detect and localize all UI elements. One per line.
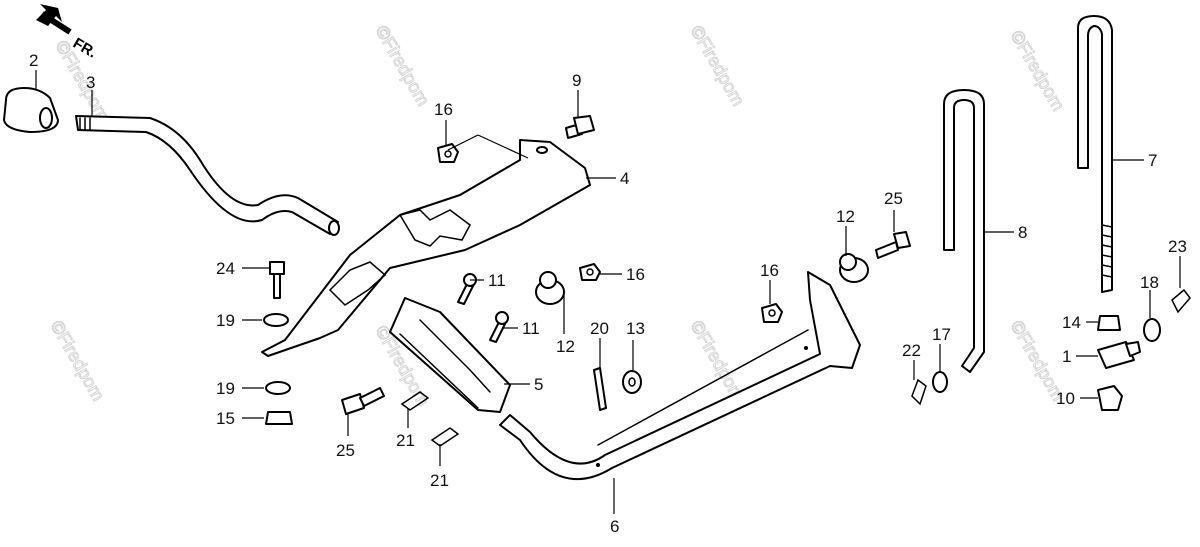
long-u-bolt-part xyxy=(1077,15,1113,293)
callout-label: 16 xyxy=(626,265,645,284)
callout-label: 3 xyxy=(86,73,95,92)
callout-label: 6 xyxy=(610,517,619,536)
callout-label: 4 xyxy=(620,169,629,188)
shift-lever-rod-part xyxy=(75,115,340,236)
collar-part xyxy=(839,253,869,283)
watermark: ©Firedpom xyxy=(1007,27,1069,114)
flange-nut-part xyxy=(579,263,601,281)
callout-label: 23 xyxy=(1168,237,1187,256)
flange-nut-part xyxy=(437,143,459,163)
callout-label: 11 xyxy=(488,271,506,290)
front-direction-arrow-icon xyxy=(36,4,72,35)
watermark: ©Firedpom xyxy=(687,22,749,109)
washer-part xyxy=(263,313,289,327)
callout-label: 11 xyxy=(522,319,540,338)
flange-bolt-part xyxy=(341,387,385,415)
clevis-pin-part xyxy=(457,273,477,305)
flange-nut-part xyxy=(761,303,783,323)
cotter-pin-part xyxy=(593,367,607,411)
callout-label: 10 xyxy=(1056,389,1075,408)
callout-label: 17 xyxy=(932,325,951,344)
callout-label: 12 xyxy=(556,337,575,356)
callout-label: 25 xyxy=(884,189,903,208)
watermark: ©Firedpom xyxy=(372,22,434,109)
clevis-pin-part xyxy=(489,311,509,343)
nut-part xyxy=(265,411,293,425)
hair-pin-clip-part xyxy=(911,378,927,406)
callout-label: 19 xyxy=(216,379,235,398)
hair-pin-clip-part xyxy=(400,391,430,411)
nut-part xyxy=(1097,315,1121,331)
callout-label: 14 xyxy=(1062,313,1081,332)
callout-label: 12 xyxy=(836,207,855,226)
callout-label: 25 xyxy=(336,441,355,460)
washer-part xyxy=(265,381,291,395)
callout-label: 20 xyxy=(590,319,609,338)
flange-bolt-part xyxy=(875,231,911,259)
callout-label: 1 xyxy=(1062,347,1071,366)
washer-part xyxy=(622,370,642,394)
callout-label: 16 xyxy=(760,261,779,280)
callout-label: 7 xyxy=(1148,151,1157,170)
medium-u-bolt-part xyxy=(943,89,985,373)
callout-label: 21 xyxy=(396,431,415,450)
hair-pin-clip-part xyxy=(430,427,460,447)
shift-knob-part xyxy=(3,87,59,133)
callout-label: 5 xyxy=(534,375,543,394)
flange-nut-part xyxy=(1097,385,1123,411)
washer-part xyxy=(932,371,948,393)
callout-label: 16 xyxy=(434,100,453,119)
flange-bolt-part xyxy=(269,261,285,299)
callout-label: 8 xyxy=(1018,223,1027,242)
shift-guide-plate-part xyxy=(389,297,511,413)
joint-block-part xyxy=(1097,341,1141,369)
callout-label: 21 xyxy=(430,471,449,490)
callout-label: 13 xyxy=(626,319,645,338)
callout-label: 22 xyxy=(902,341,921,360)
callout-label: 18 xyxy=(1140,273,1159,292)
hair-pin-clip-part xyxy=(1171,288,1191,314)
callout-label: 15 xyxy=(216,409,235,428)
callout-label: 24 xyxy=(216,259,235,278)
leader-lines xyxy=(35,70,1181,514)
callout-labels: 2 3 9 16 4 24 19 19 15 11 11 12 16 13 20… xyxy=(29,51,1187,536)
collar-part xyxy=(535,271,565,305)
bolt-part xyxy=(565,115,595,139)
callout-label: 2 xyxy=(29,51,38,70)
callout-label: 19 xyxy=(216,311,235,330)
callout-label: 9 xyxy=(572,71,581,90)
watermark: ©Firedpom xyxy=(47,317,109,404)
u-frame-part xyxy=(499,271,861,481)
washer-part xyxy=(1143,318,1161,342)
shift-bracket-part xyxy=(261,139,591,357)
